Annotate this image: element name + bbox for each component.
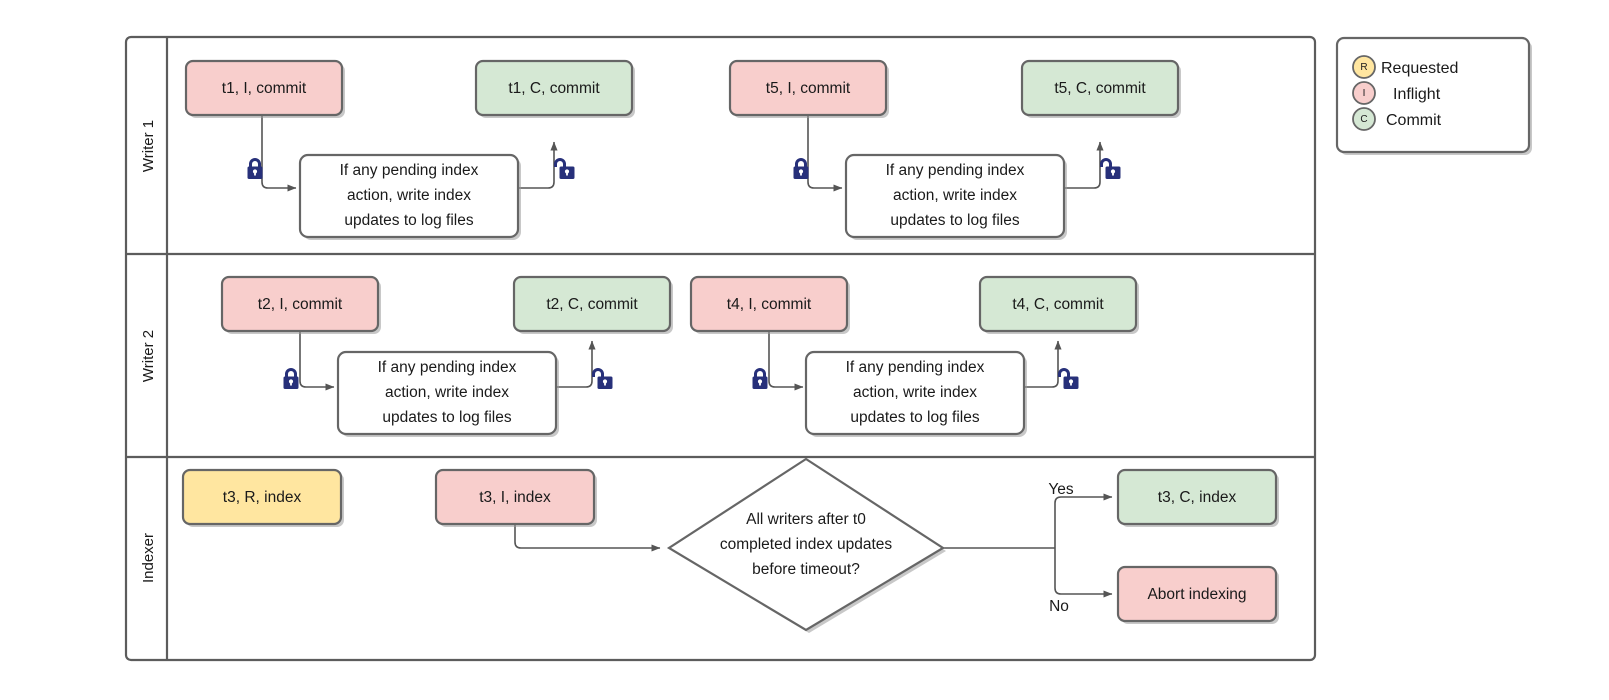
legend-label-inflight: Inflight (1393, 86, 1441, 103)
subprocess-writer1-a[interactable]: If any pending index action, write index… (298, 153, 521, 240)
node-t3-requested[interactable]: t3, R, index (181, 468, 344, 527)
legend-item-inflight: I Inflight (1352, 81, 1441, 105)
node-t2-inflight[interactable]: t2, I, commit (220, 275, 381, 334)
indexer-connectors (514, 493, 1113, 598)
subprocess-writer2-b-line3: updates to log files (850, 409, 980, 426)
node-t5-inflight[interactable]: t5, I, commit (728, 59, 889, 118)
node-t3-commit[interactable]: t3, C, index (1116, 468, 1279, 527)
subprocess-writer2-b-line2: action, write index (853, 384, 977, 401)
legend-label-commit: Commit (1386, 112, 1442, 129)
decision-line3: before timeout? (752, 561, 860, 578)
legend-glyph-requested: R (1360, 62, 1367, 73)
lane-label-writer1: Writer 1 (140, 120, 157, 172)
lock-open-icon (1100, 158, 1121, 179)
subprocess-writer1-a-line1: If any pending index (340, 162, 479, 179)
lane-label-indexer-text: Indexer (140, 533, 157, 583)
subprocess-writer2-a[interactable]: If any pending index action, write index… (336, 350, 559, 437)
writer1-connectors (261, 114, 1104, 192)
node-t2-commit-label: t2, C, commit (546, 296, 638, 313)
lock-closed-icon (283, 368, 299, 389)
branch-yes-label: Yes (1048, 481, 1074, 498)
lane-label-writer2: Writer 2 (140, 330, 157, 382)
subprocess-writer2-a-line2: action, write index (385, 384, 509, 401)
subprocess-writer1-b-line2: action, write index (893, 187, 1017, 204)
subprocess-writer1-a-line2: action, write index (347, 187, 471, 204)
subprocess-writer2-a-line1: If any pending index (378, 359, 517, 376)
decision-line2: completed index updates (720, 536, 893, 553)
subprocess-writer1-b-line1: If any pending index (886, 162, 1025, 179)
node-t1-inflight[interactable]: t1, I, commit (184, 59, 345, 118)
lock-open-icon (1058, 368, 1079, 389)
branch-no-label: No (1049, 598, 1069, 615)
lock-closed-icon (247, 158, 263, 179)
lane-label-writer2-text: Writer 2 (140, 330, 157, 382)
lock-closed-icon (752, 368, 768, 389)
legend-item-commit: C Commit (1352, 107, 1442, 131)
node-t4-inflight-label: t4, I, commit (727, 296, 812, 313)
node-t3-requested-label: t3, R, index (223, 489, 302, 506)
legend-panel: R Requested I Inflight C Commit (1335, 36, 1532, 155)
legend-glyph-commit: C (1360, 114, 1367, 125)
lock-open-icon (592, 368, 613, 389)
node-t3-inflight[interactable]: t3, I, index (434, 468, 597, 527)
decision-line1: All writers after t0 (746, 511, 866, 528)
writer2-connectors (299, 330, 1062, 391)
subprocess-writer2-a-line3: updates to log files (382, 409, 512, 426)
node-t1-inflight-label: t1, I, commit (222, 80, 307, 97)
swimlane-pool (124, 35, 1317, 662)
node-t3-commit-label: t3, C, index (1158, 489, 1237, 506)
decision-all-writers-completed[interactable]: All writers after t0 completed index upd… (666, 457, 946, 633)
subprocess-writer2-b[interactable]: If any pending index action, write index… (804, 350, 1027, 437)
node-t5-commit-label: t5, C, commit (1054, 80, 1146, 97)
node-t5-inflight-label: t5, I, commit (766, 80, 851, 97)
node-abort-indexing[interactable]: Abort indexing (1116, 565, 1279, 624)
node-t4-inflight[interactable]: t4, I, commit (689, 275, 850, 334)
subprocess-writer1-b[interactable]: If any pending index action, write index… (844, 153, 1067, 240)
lock-closed-icon (793, 158, 809, 179)
lane-label-indexer: Indexer (140, 533, 157, 583)
node-t2-inflight-label: t2, I, commit (258, 296, 343, 313)
node-t1-commit[interactable]: t1, C, commit (474, 59, 635, 118)
legend-label-requested: Requested (1381, 60, 1458, 77)
legend-glyph-inflight: I (1363, 88, 1366, 99)
legend-item-requested: R Requested (1352, 55, 1458, 79)
node-t4-commit-label: t4, C, commit (1012, 296, 1104, 313)
node-t1-commit-label: t1, C, commit (508, 80, 600, 97)
subprocess-writer2-b-line1: If any pending index (846, 359, 985, 376)
lock-open-icon (554, 158, 575, 179)
subprocess-writer1-b-line3: updates to log files (890, 212, 1020, 229)
node-t3-inflight-label: t3, I, index (479, 489, 551, 506)
node-t4-commit[interactable]: t4, C, commit (978, 275, 1139, 334)
node-t2-commit[interactable]: t2, C, commit (512, 275, 673, 334)
node-abort-indexing-label: Abort indexing (1147, 586, 1246, 603)
subprocess-writer1-a-line3: updates to log files (344, 212, 474, 229)
node-t5-commit[interactable]: t5, C, commit (1020, 59, 1181, 118)
lane-label-writer1-text: Writer 1 (140, 120, 157, 172)
